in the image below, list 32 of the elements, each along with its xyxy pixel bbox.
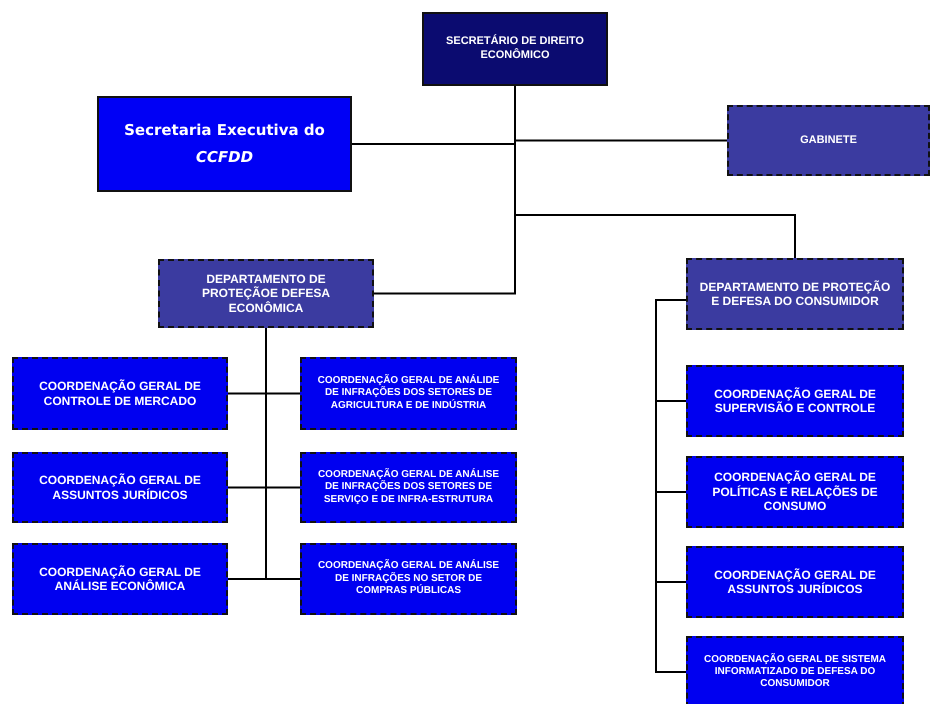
org-unit-box — [12, 543, 228, 615]
org-unit-box — [97, 96, 352, 192]
org-unit-box — [686, 365, 904, 437]
org-unit-box — [12, 452, 228, 523]
unit-name: COORDENAÇÃO GERAL DE CONTROLE DE MERCADO — [38, 379, 202, 408]
unit-name: DEPARTAMENTO DE PROTEÇÃOE DEFESA ECONÔMICA — [200, 272, 331, 316]
unit-name: COORDENAÇÃO GERAL DE ANÁLISE DE INFRAÇÕES DOS SETORES DE SERVIÇO E DE INFRA-ESTRUTURA — [316, 468, 500, 506]
org-unit-box — [686, 258, 904, 330]
unit-name: COORDENAÇÃO GERAL DE ANÁLIDE DE INFRAÇÕES DOS SETORES DE AGRICULTURA E DE INDÚSTRIA — [316, 374, 500, 412]
unit-name: Secretaria Executiva do CCFDD — [123, 120, 326, 168]
org-unit-box — [300, 357, 517, 430]
unit-name: GABINETE — [800, 134, 857, 148]
unit-name: COORDENAÇÃO GERAL DE POLÍTICAS E RELAÇÕES DE CONSUMO — [711, 470, 879, 514]
unit-name: COORDENAÇÃO GERAL DE ANÁLISE ECONÔMICA — [38, 564, 202, 594]
org-unit-box — [300, 452, 517, 523]
unit-name: DEPARTAMENTO DE PROTEÇÃO E DEFESA DO CONSUMIDOR — [698, 280, 892, 308]
unit-name: SECRETÁRIO DE DIREITO ECONÔMICO — [445, 35, 585, 63]
org-unit-box — [686, 456, 904, 528]
unit-name: COORDENAÇÃO GERAL DE ANÁLISE DE INFRAÇÕES NO SETOR DE COMPRAS PÚBLICAS — [316, 560, 500, 598]
org-unit-box — [727, 105, 930, 176]
org-unit-box — [686, 636, 904, 704]
org-unit-box — [12, 357, 228, 430]
unit-name: COORDENAÇÃO GERAL DE ASSUNTOS JURÍDICOS — [38, 473, 202, 502]
connector-line — [265, 328, 300, 580]
unit-name: COORDENAÇÃO GERAL DE ASSUNTOS JURÍDICOS — [713, 568, 877, 596]
org-unit-box — [686, 546, 904, 618]
connector-line — [655, 299, 686, 673]
unit-name: COORDENAÇÃO GERAL DE SUPERVISÃO E CONTROLE — [713, 386, 877, 416]
org-unit-box — [422, 12, 608, 86]
unit-name: COORDENAÇÃO GERAL DE SISTEMA INFORMATIZADO DE DEFESA DO CONSUMIDOR — [702, 654, 888, 690]
org-unit-box — [300, 543, 517, 615]
org-unit-box — [158, 259, 374, 328]
